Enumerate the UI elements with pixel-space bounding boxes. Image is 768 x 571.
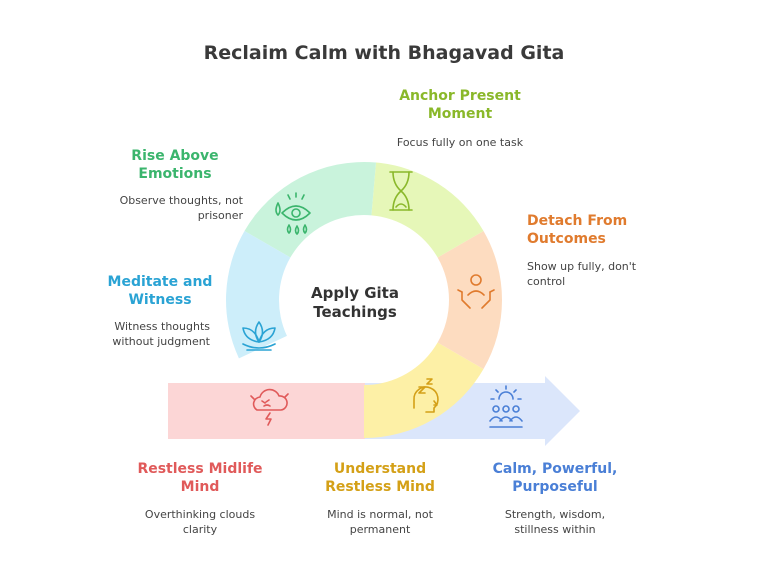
step-meditate-desc: Witness thoughts without judgment	[112, 320, 210, 349]
restless-mind-band	[168, 383, 365, 439]
center-label-line2: Teachings	[313, 302, 397, 321]
step-anchor: Anchor Present Moment	[370, 88, 550, 123]
hourglass-icon	[389, 171, 413, 211]
step-meditate: Meditate and Witness	[85, 274, 235, 309]
step-restless-mind: Restless Midlife Mind	[110, 461, 290, 496]
step-understand: Understand Restless Mind	[290, 461, 470, 496]
lotus-icon	[242, 321, 276, 351]
head-zz-icon	[413, 378, 439, 413]
step-heading: Calm, Powerful, Purposeful	[492, 461, 618, 495]
step-calm-desc: Strength, wisdom, stillness within	[504, 508, 606, 537]
step-detach: Detach From Outcomes	[527, 213, 707, 248]
step-heading: Detach From Outcomes	[527, 213, 628, 247]
crying-eye-icon	[275, 192, 311, 235]
step-heading: Restless Midlife Mind	[137, 461, 263, 495]
segment-understand	[364, 342, 484, 438]
step-calm: Calm, Powerful, Purposeful	[465, 461, 645, 496]
step-rise: Rise Above Emotions	[100, 148, 250, 183]
segment-meditate	[225, 231, 291, 359]
step-heading: Anchor Present Moment	[399, 88, 521, 122]
group-sun-icon	[489, 385, 523, 428]
segment-anchor	[371, 162, 484, 258]
segment-detach	[437, 231, 502, 369]
center-label-line1: Apply Gita	[311, 284, 399, 302]
segment-rise	[244, 162, 377, 258]
step-detach-desc: Show up fully, don't control	[527, 260, 637, 289]
step-understand-desc: Mind is normal, not permanent	[327, 508, 433, 537]
open-hands-icon	[457, 274, 495, 309]
step-rise-desc: Observe thoughts, not prisoner	[119, 194, 243, 223]
page-title: Reclaim Calm with Bhagavad Gita	[203, 42, 565, 64]
step-heading: Rise Above Emotions	[131, 148, 219, 182]
storm-cloud-icon	[250, 388, 289, 426]
center-label: Apply Gita Teachings	[300, 284, 410, 322]
step-heading: Meditate and Witness	[107, 274, 213, 308]
step-anchor-desc: Focus fully on one task	[396, 136, 524, 149]
step-heading: Understand Restless Mind	[325, 461, 435, 495]
step-restless-mind-desc: Overthinking clouds clarity	[144, 508, 256, 537]
